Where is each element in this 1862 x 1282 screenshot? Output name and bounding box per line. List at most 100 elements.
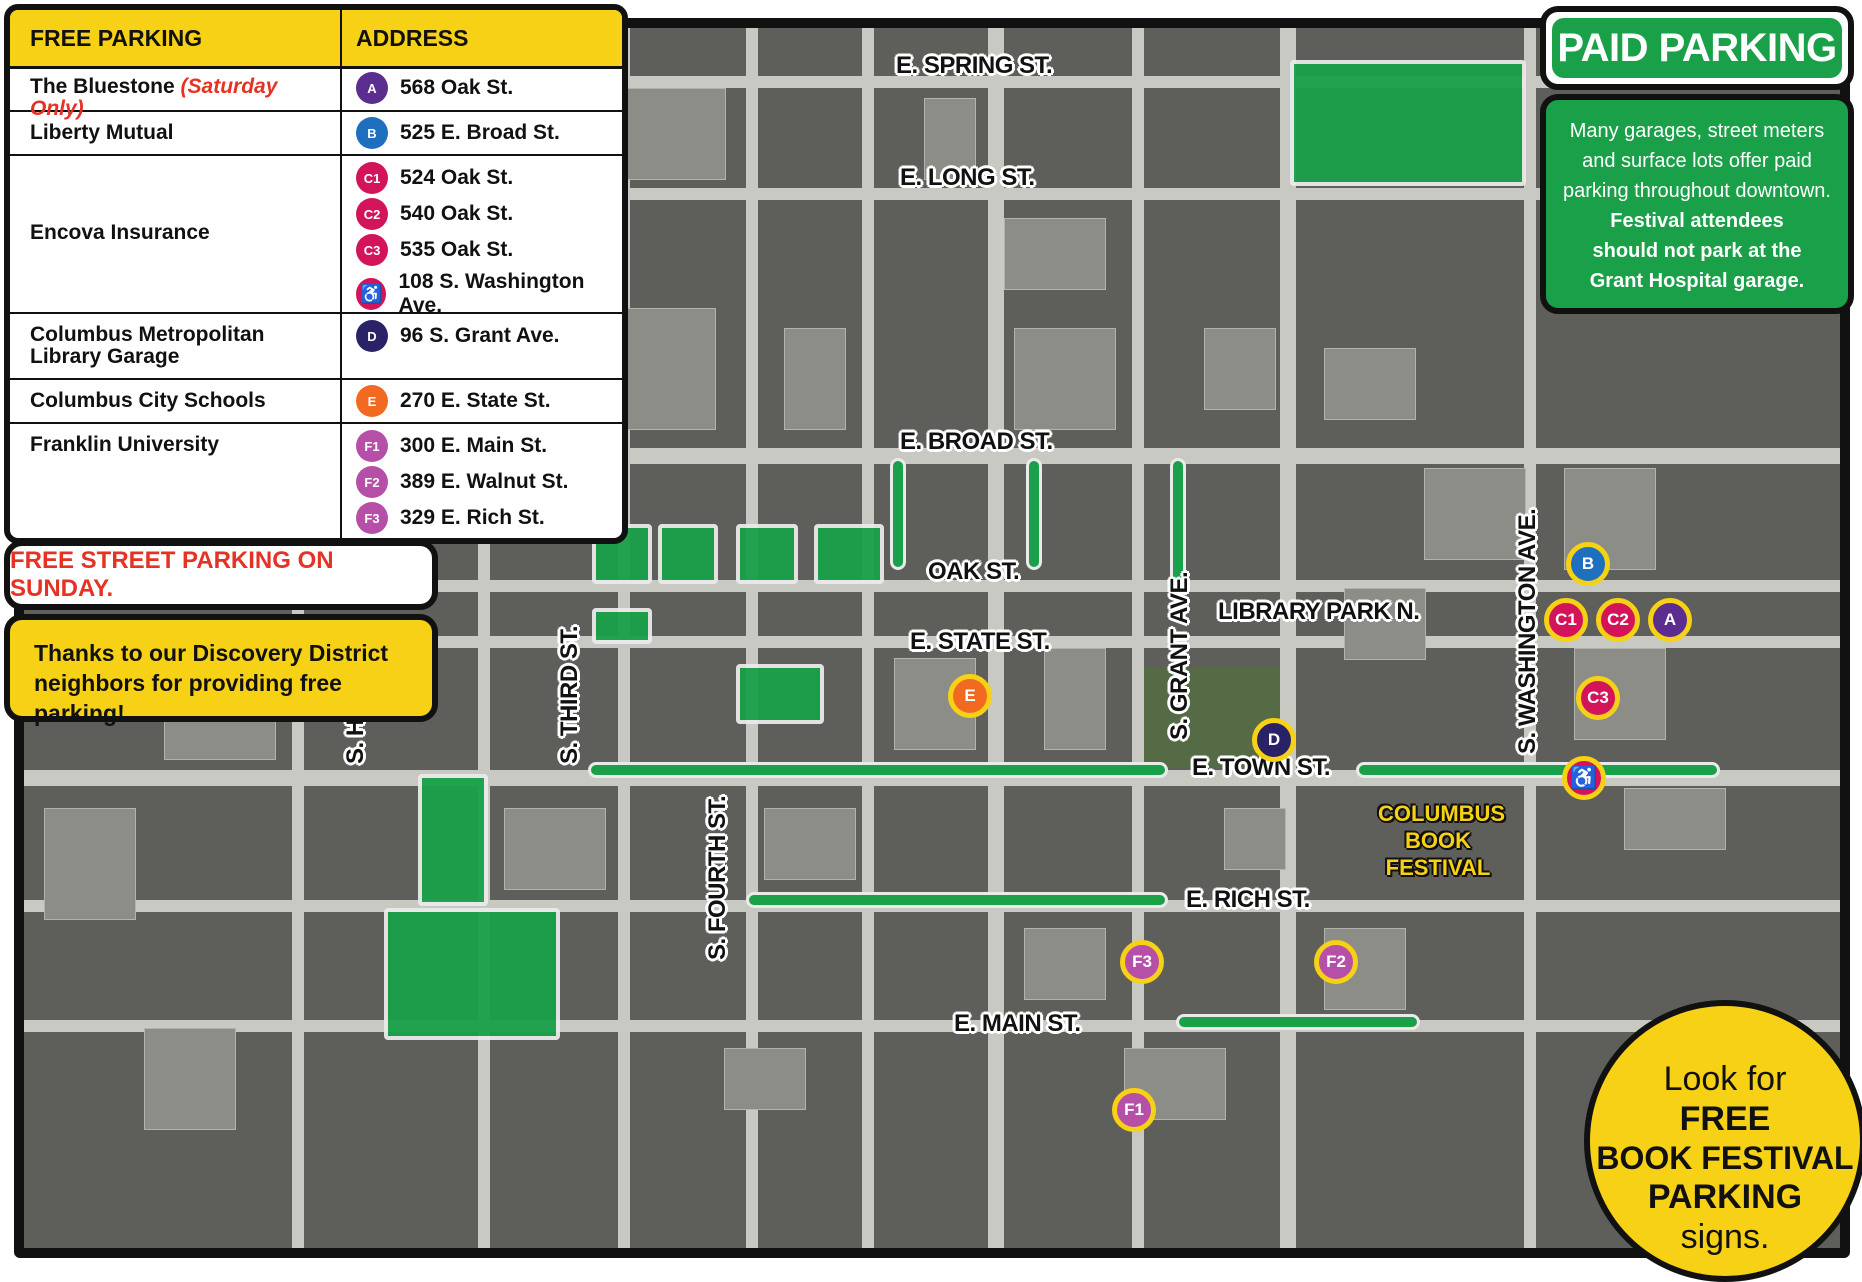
building [924,98,976,180]
paid-info-line: Many garages, street meters [1569,120,1825,142]
street-label-grant: S. GRANT AVE. [1166,571,1193,740]
free-lot [736,664,824,724]
table-row: Encova Insurance C1 524 Oak St. C2 540 O… [10,156,622,317]
table-row: Columbus Metropolitan Library Garage D 9… [10,314,622,380]
festival-label-line: FESTIVAL [1385,855,1491,880]
street-label-state: E. STATE ST. [910,628,1050,655]
free-street-strip [746,892,1168,908]
address-text: 96 S. Grant Ave. [400,324,560,347]
street-label-oak: OAK ST. [928,558,1020,585]
free-street-strip [1026,458,1042,570]
org-name: Columbus Metropolitan Library Garage [30,323,265,368]
paid-parking-title: PAID PARKING [1552,18,1842,78]
street-label-broad: E. BROAD ST. [900,428,1053,455]
org-name: Liberty Mutual [30,121,174,144]
map-marker-accessible[interactable]: ♿ [1562,756,1606,800]
address-text: 568 Oak St. [400,76,514,99]
address-text: 108 S. Washington Ave. [398,270,585,317]
thanks-callout: Thanks to our Discovery District neighbo… [4,614,438,726]
map-marker-a[interactable]: A [1648,598,1692,642]
address: C1 524 Oak St. [356,162,513,194]
road-washington [1280,28,1296,1248]
street-label-third: S. THIRD ST. [556,625,583,764]
festival-label-line: BOOK [1405,828,1471,853]
pin-c1: C1 [356,162,388,194]
thanks-line: Thanks to our Discovery District [34,640,389,666]
org-name: Encova Insurance [30,221,210,244]
saturday-note: (Saturday Only) [30,75,278,120]
festival-label: COLUMBUS BOOK FESTIVAL [1378,800,1505,881]
street-label-washington: S. WASHINGTON AVE. [1514,508,1541,754]
free-lot [1290,60,1526,186]
column-divider [340,10,342,538]
address-text: 525 E. Broad St. [400,121,560,144]
paid-info-line: and surface lots offer paid [1582,150,1812,172]
building [504,808,606,890]
building [1204,328,1276,410]
table-row: The Bluestone (Saturday Only) A 568 Oak … [10,66,622,120]
address-text: 300 E. Main St. [400,434,548,457]
address-text: 524 Oak St. [400,166,514,189]
map-marker-d[interactable]: D [1252,718,1296,762]
road-grant [988,28,1004,1248]
org-name: Franklin University [30,433,220,456]
badge-line: Look for [1663,1060,1787,1098]
address-text: 389 E. Walnut St. [400,470,569,493]
free-street-strip [588,762,1168,778]
pin-e: E [356,385,388,417]
address-text: 329 E. Rich St. [400,506,545,529]
building [1224,808,1286,870]
org-name: Columbus City Schools [30,389,266,412]
free-lot [384,908,560,1040]
address: E 270 E. State St. [356,385,551,417]
street-label-fourth: S. FOURTH ST. [704,795,731,960]
map-marker-c2[interactable]: C2 [1596,598,1640,642]
paid-info-bold-line: should not park at the [1592,240,1802,262]
pin-b: B [356,117,388,149]
road-east [1524,28,1536,1248]
table-header: FREE PARKING ADDRESS [10,10,622,69]
address: C2 540 Oak St. [356,198,513,230]
free-street-strip [1356,762,1720,778]
free-parking-table: FREE PARKING ADDRESS The Bluestone (Satu… [4,4,628,544]
paid-parking-title-box: PAID PARKING [1540,6,1854,90]
badge-line: PARKING [1647,1178,1803,1216]
org-label: The Bluestone [30,75,175,98]
paid-parking-info: Many garages, street meters and surface … [1540,94,1854,314]
address: C3 535 Oak St. [356,234,513,266]
paid-info-line: parking throughout downtown. [1563,180,1831,202]
map-marker-c3[interactable]: C3 [1576,676,1620,720]
map-marker-f2[interactable]: F2 [1314,940,1358,984]
building [1574,648,1666,740]
thanks-line: neighbors for providing free parking! [34,670,342,726]
address-text: 540 Oak St. [400,202,514,225]
address: F1 300 E. Main St. [356,430,547,462]
map-marker-c1[interactable]: C1 [1544,598,1588,642]
building [1344,588,1426,660]
street-label-library-park: LIBRARY PARK N. [1218,598,1420,625]
address: ♿ 108 S. Washington Ave. [356,270,622,318]
map-marker-b[interactable]: B [1566,542,1610,586]
org-name: The Bluestone (Saturday Only) [30,76,330,120]
pin-c3: C3 [356,234,388,266]
street-label-rich: E. RICH ST. [1186,886,1310,913]
accessible-icon: ♿ [356,278,387,310]
table-row: Columbus City Schools E 270 E. State St. [10,380,622,424]
road-sixth [862,28,874,1248]
building [764,808,856,880]
map-marker-f1[interactable]: F1 [1112,1088,1156,1132]
address: F2 389 E. Walnut St. [356,466,568,498]
pin-c2: C2 [356,198,388,230]
map-marker-e[interactable]: E [948,674,992,718]
pin-f2: F2 [356,466,388,498]
street-label-spring: E. SPRING ST. [896,52,1053,79]
building [1024,928,1106,1000]
free-lot [658,524,718,584]
header-free-parking: FREE PARKING [30,25,203,51]
map-marker-f3[interactable]: F3 [1120,940,1164,984]
building [1044,648,1106,750]
free-lot [736,524,798,584]
free-street-parking-callout: FREE STREET PARKING ON SUNDAY. [4,540,438,610]
road-fifth [746,28,758,1248]
pin-f3: F3 [356,502,388,534]
